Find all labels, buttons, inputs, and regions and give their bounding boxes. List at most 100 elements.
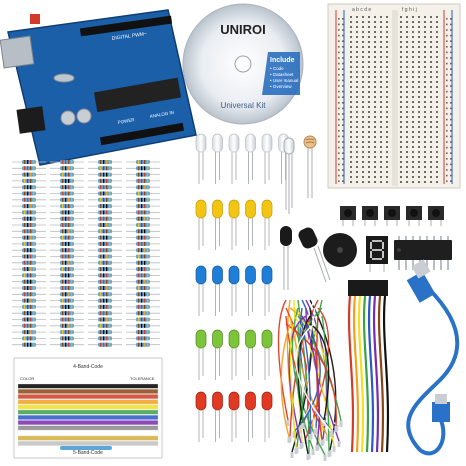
resistor xyxy=(136,223,150,227)
resistor-band xyxy=(138,241,140,246)
breadboard-hole xyxy=(424,26,426,28)
breadboard-rail-hole xyxy=(342,23,344,26)
breadboard-hole xyxy=(386,156,388,158)
breadboard-rail-hole xyxy=(450,68,452,70)
breadboard-rail-hole xyxy=(338,34,340,37)
breadboard-hole xyxy=(436,146,438,148)
breadboard-hole xyxy=(406,136,408,138)
resistor-band xyxy=(62,260,64,265)
jumper-pin xyxy=(332,446,336,452)
breadboard-hole xyxy=(424,51,426,53)
breadboard-hole xyxy=(406,21,408,23)
breadboard-hole xyxy=(400,66,402,68)
resistor xyxy=(136,235,150,240)
breadboard-hole xyxy=(368,81,370,83)
resistor-band xyxy=(103,160,105,164)
resistor-band xyxy=(106,311,108,316)
resistor-band xyxy=(30,210,32,215)
breadboard-hole xyxy=(436,81,438,83)
breadboard-hole xyxy=(412,61,414,63)
breadboard-rail-hole xyxy=(450,102,452,104)
breadboard-hole xyxy=(436,101,438,103)
resistor-band xyxy=(144,241,146,246)
breadboard-hole xyxy=(368,56,370,58)
breadboard-hole xyxy=(386,136,388,138)
breadboard-hole xyxy=(380,56,382,58)
resistor-band xyxy=(27,336,29,341)
breadboard-hole xyxy=(356,36,358,38)
resistor xyxy=(136,267,150,272)
resistor-band xyxy=(27,273,29,278)
jumper-pin xyxy=(287,437,291,443)
cd-include-item: • Code xyxy=(270,66,284,71)
breadboard-hole xyxy=(406,56,408,58)
resistor-band xyxy=(71,185,73,190)
jumper-wire xyxy=(307,315,316,430)
digital-header xyxy=(79,15,173,37)
resistor-band xyxy=(24,336,26,341)
resistor-band xyxy=(106,286,108,290)
resistor-band xyxy=(147,185,149,190)
breadboard-hole xyxy=(380,71,382,73)
resistor-band xyxy=(24,260,26,265)
dupont-connector xyxy=(353,280,358,296)
resistor-band xyxy=(138,254,140,259)
cd-brand: UNIROI xyxy=(220,22,266,37)
breadboard-hole xyxy=(380,61,382,63)
resistor-band xyxy=(71,210,73,215)
resistor-band xyxy=(100,279,102,284)
color-code-row xyxy=(17,435,159,441)
resistor-band xyxy=(33,254,35,259)
resistor-band xyxy=(27,204,29,209)
resistor-band xyxy=(103,166,105,171)
resistor-band xyxy=(147,260,149,265)
resistor xyxy=(60,267,74,272)
breadboard-rail-hole xyxy=(342,96,344,98)
dupont-wire xyxy=(377,295,385,453)
resistor-band xyxy=(30,311,32,316)
breadboard-hole xyxy=(430,56,432,58)
resistor xyxy=(98,330,112,335)
breadboard-hole xyxy=(412,101,414,103)
resistor-band xyxy=(71,330,73,335)
resistor-band xyxy=(103,267,105,272)
resistor xyxy=(22,279,36,284)
resistor xyxy=(98,254,112,259)
breadboard-hole xyxy=(368,136,370,138)
resistor-band xyxy=(71,304,73,309)
ic-pin xyxy=(405,260,407,270)
breadboard-hole xyxy=(374,61,376,63)
breadboard-hole xyxy=(430,61,432,63)
resistor xyxy=(22,248,36,253)
breadboard-rail-hole xyxy=(446,141,448,143)
resistor-band xyxy=(33,286,35,290)
resistor-band xyxy=(30,166,32,171)
resistor-band xyxy=(147,178,149,183)
breadboard-hole xyxy=(406,106,408,108)
resistor-band xyxy=(62,235,64,240)
breadboard-hole xyxy=(368,36,370,38)
breadboard-hole xyxy=(406,76,408,78)
breadboard-hole xyxy=(436,16,438,18)
breadboard-hole xyxy=(386,66,388,68)
resistor xyxy=(60,323,74,328)
breadboard-hole xyxy=(412,81,414,83)
jumper-wire xyxy=(309,323,330,421)
resistor-band xyxy=(62,160,64,164)
resistor-band xyxy=(147,191,149,196)
resistor-band xyxy=(68,292,70,297)
resistor-band xyxy=(103,254,105,259)
resistor-band xyxy=(141,304,143,309)
breadboard-hole xyxy=(400,81,402,83)
breadboard-hole xyxy=(430,156,432,158)
resistor-band xyxy=(27,178,29,183)
resistor-band xyxy=(33,267,35,272)
resistor-band xyxy=(68,210,70,215)
breadboard-hole xyxy=(400,111,402,113)
breadboard-hole xyxy=(380,26,382,28)
breadboard-hole xyxy=(386,26,388,28)
led xyxy=(195,391,207,411)
breadboard-hole xyxy=(362,46,364,48)
breadboard-hole xyxy=(430,71,432,73)
resistor-band xyxy=(144,279,146,284)
